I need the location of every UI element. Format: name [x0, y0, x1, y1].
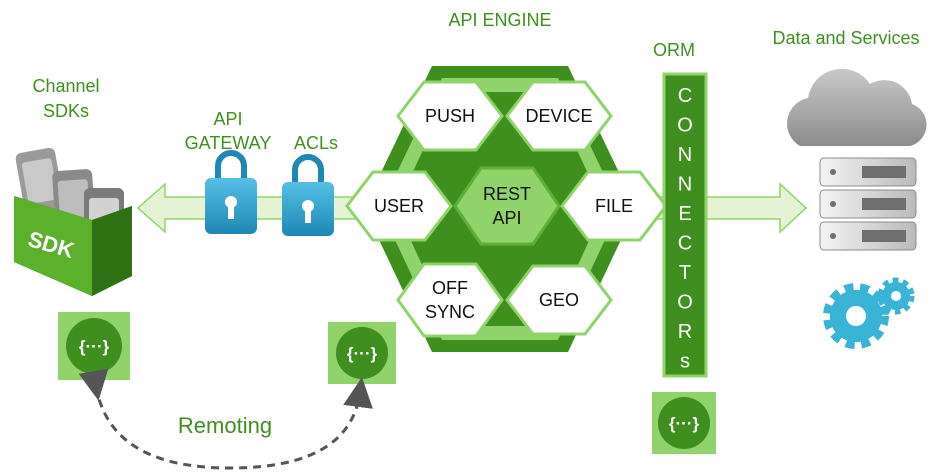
json-brace-icon	[658, 397, 710, 449]
json-badge-acls: {···}	[328, 322, 396, 384]
orm-label: ORM	[653, 40, 695, 60]
connectors-letter: s	[680, 351, 690, 373]
connectors-letter: N	[678, 174, 692, 196]
api-gateway-label-line2: GATEWAY	[185, 133, 272, 153]
hex-push-label: PUSH	[425, 106, 475, 126]
hex-rest-api-line2: API	[492, 208, 521, 228]
cloud-icon	[787, 68, 927, 146]
hex-user-label: USER	[374, 196, 424, 216]
channel-sdks-label-line1: Channel	[32, 76, 99, 96]
remoting-arc	[78, 368, 373, 470]
hex-geo[interactable]: GEO	[505, 264, 613, 336]
api-gateway-label-line1: API	[213, 109, 242, 129]
hex-rest-api-line1: REST	[483, 184, 531, 204]
gears-icon	[823, 277, 915, 349]
json-badge-sdk: {···}	[58, 312, 130, 380]
connectors-letter: O	[677, 292, 693, 314]
json-badge-sdk-text: {···}	[79, 337, 110, 356]
hex-file[interactable]: FILE	[560, 170, 668, 242]
acls-label: ACLs	[294, 133, 338, 153]
hex-off-sync[interactable]: OFF SYNC	[396, 262, 504, 338]
hex-device[interactable]: DEVICE	[505, 80, 613, 152]
api-engine-title: API ENGINE	[448, 10, 551, 30]
hex-rest-api[interactable]: REST API	[453, 166, 561, 246]
json-brace-icon	[336, 327, 388, 379]
data-services-label: Data and Services	[772, 28, 919, 48]
hex-push[interactable]: PUSH	[396, 80, 504, 152]
sdk-box: SDK	[14, 196, 132, 296]
json-badge-orm-text: {···}	[669, 414, 700, 433]
server-icon	[819, 157, 917, 251]
json-badge-acls-text: {···}	[347, 344, 378, 363]
acls-padlock	[282, 154, 334, 236]
connectors-letter: O	[677, 115, 693, 137]
connectors-letter: T	[679, 262, 691, 284]
connectors-letter: C	[678, 233, 692, 255]
connectors-letter: R	[678, 321, 692, 343]
api-gateway-padlock	[205, 150, 257, 234]
hex-file-label: FILE	[595, 196, 633, 216]
connectors-letter: C	[678, 85, 692, 107]
hex-off-sync-line2: SYNC	[425, 302, 475, 322]
hex-off-sync-line1: OFF	[432, 278, 468, 298]
hex-user[interactable]: USER	[345, 170, 453, 242]
connectors-letter: N	[678, 144, 692, 166]
padlock-icon	[215, 150, 247, 178]
json-brace-icon	[66, 318, 122, 374]
json-badge-orm: {···}	[652, 392, 716, 454]
hex-geo-label: GEO	[539, 290, 579, 310]
connectors-letter: E	[678, 203, 691, 225]
channel-sdks-label-line2: SDKs	[43, 101, 89, 121]
remoting-label: Remoting	[178, 413, 272, 438]
connectors-bar	[662, 72, 708, 378]
padlock-icon	[292, 154, 324, 182]
hex-device-label: DEVICE	[525, 106, 592, 126]
